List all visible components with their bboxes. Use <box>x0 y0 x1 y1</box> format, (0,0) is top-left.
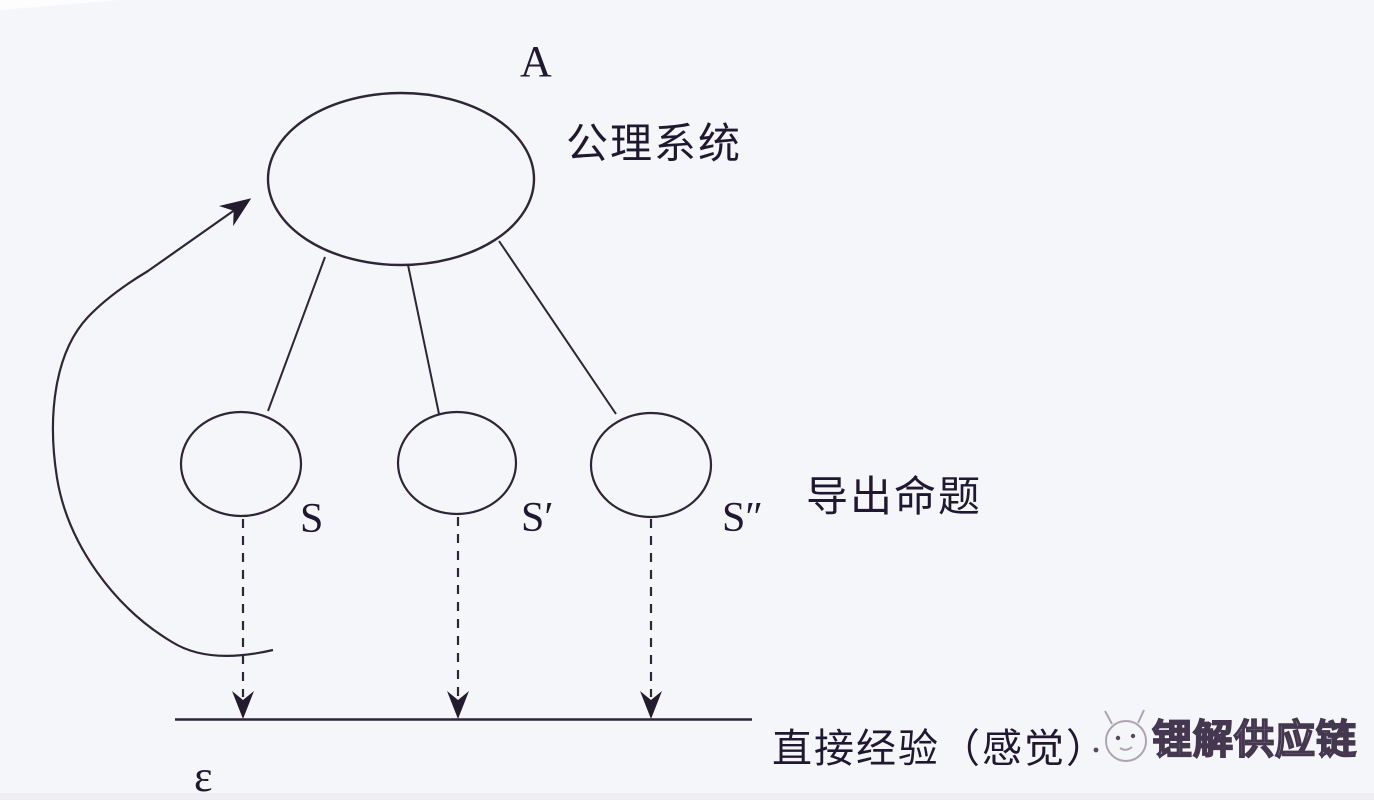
proposition-circle-2 <box>396 410 518 516</box>
proposition-symbol-2: S′ <box>521 495 554 541</box>
verification-arrowhead-2 <box>447 691 469 719</box>
direct-experience-label: 直接经验（感觉） <box>772 726 1108 771</box>
intuition-leap-arrow <box>51 198 274 657</box>
deduction-line-1 <box>267 256 326 412</box>
derived-propositions-label: 导出命题 <box>806 474 982 521</box>
proposition-circle-3 <box>589 411 713 519</box>
axiom-system-ellipse <box>266 91 536 267</box>
mascot-face-icon <box>1093 709 1147 762</box>
watermark-text: 锂解供应链 <box>1152 718 1357 762</box>
verification-arrowhead-1 <box>232 691 254 719</box>
deduction-line-2 <box>407 264 440 415</box>
proposition-symbol-1: S <box>300 496 323 542</box>
bottom-edge-artifact <box>0 793 1374 800</box>
epsilon-symbol: ε <box>194 752 212 800</box>
deduction-line-3 <box>498 240 617 415</box>
axiom-symbol-label: A <box>520 37 552 86</box>
axiom-system-label: 公理系统 <box>566 122 742 168</box>
verification-arrowhead-3 <box>640 691 662 719</box>
top-left-edge-artifact <box>0 0 120 10</box>
proposition-symbol-3: S″ <box>722 495 763 541</box>
watermark: 锂解供应链 <box>1093 709 1357 763</box>
proposition-circle-1 <box>179 410 303 518</box>
